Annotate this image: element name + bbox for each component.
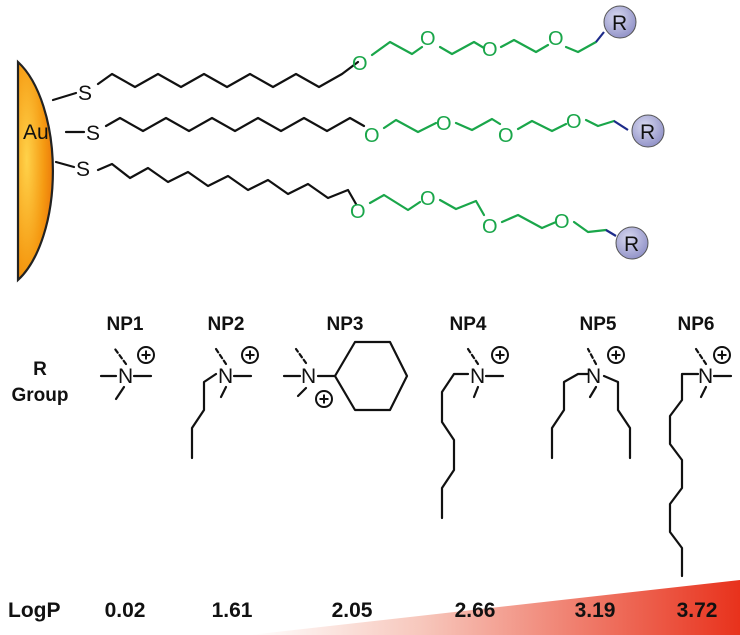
np1-header: NP1 — [107, 314, 144, 335]
positive-charge-icon — [607, 346, 625, 364]
r-group-row-label-line1: R — [33, 359, 47, 380]
np2-structure: N — [190, 346, 259, 460]
ether-oxygen: O — [352, 53, 368, 75]
r-group-table: NP1 NP2 NP3 NP4 NP5 NP6 R Group — [12, 314, 715, 406]
positive-charge-icon — [241, 346, 259, 364]
nitrogen-atom: N — [118, 365, 133, 388]
np3-structure: N — [282, 340, 409, 412]
ether-oxygen: O — [482, 216, 498, 238]
ether-oxygen: O — [554, 211, 570, 233]
ether-oxygen: O — [482, 39, 498, 61]
np5-structure: N — [550, 346, 632, 460]
np6-structure: N — [668, 346, 733, 578]
sulfur-atom: S — [78, 82, 92, 105]
r-group-sphere — [631, 114, 665, 148]
np1-structure: N — [99, 346, 155, 401]
positive-charge-icon — [491, 346, 509, 364]
ether-oxygen: O — [498, 125, 514, 147]
gold-nanoparticle: Au — [16, 59, 55, 283]
r-group-label: R — [640, 121, 655, 144]
ligand-top: S O O O O R — [51, 5, 637, 105]
positive-charge-icon — [137, 346, 155, 364]
nitrogen-atom: N — [586, 365, 601, 388]
au-core-label: Au — [23, 121, 49, 144]
np3-logp-value: 2.05 — [332, 599, 373, 622]
r-group-sphere — [603, 5, 637, 39]
r-group-row-label-line2: Group — [12, 385, 69, 406]
np1-logp-value: 0.02 — [105, 599, 146, 622]
logp-label: LogP — [8, 599, 61, 622]
ether-oxygen: O — [566, 111, 582, 133]
ligand-middle: S O O O O R — [64, 111, 665, 148]
logp-gradient-wedge — [250, 580, 740, 635]
nitrogen-atom: N — [698, 365, 713, 388]
ether-oxygen: O — [436, 113, 452, 135]
np5-header: NP5 — [580, 314, 617, 335]
positive-charge-icon — [713, 346, 731, 364]
np2-logp-value: 1.61 — [212, 599, 253, 622]
np5-logp-value: 3.19 — [575, 599, 616, 622]
ether-oxygen: O — [548, 28, 564, 50]
r-group-sphere — [615, 226, 649, 260]
sulfur-atom: S — [76, 158, 90, 181]
ether-oxygen: O — [420, 188, 436, 210]
np4-header: NP4 — [450, 314, 487, 335]
nitrogen-atom: N — [218, 365, 233, 388]
np6-header: NP6 — [678, 314, 715, 335]
nitrogen-atom: N — [301, 365, 316, 388]
ether-oxygen: O — [350, 201, 366, 223]
r-group-label: R — [612, 12, 627, 35]
ligand-bottom: S O O O O R — [54, 158, 649, 260]
np3-header: NP3 — [327, 314, 364, 335]
np4-structure: N — [440, 346, 509, 520]
np6-logp-value: 3.72 — [677, 599, 718, 622]
positive-charge-icon — [315, 390, 333, 408]
nitrogen-atom: N — [470, 365, 485, 388]
ether-oxygen: O — [420, 28, 436, 50]
r-group-label: R — [624, 233, 639, 256]
np4-logp-value: 2.66 — [455, 599, 496, 622]
sulfur-atom: S — [86, 122, 100, 145]
ether-oxygen: O — [364, 125, 380, 147]
np2-header: NP2 — [208, 314, 245, 335]
logp-row: LogP 0.02 1.61 2.05 2.66 3.19 3.72 — [8, 599, 717, 622]
